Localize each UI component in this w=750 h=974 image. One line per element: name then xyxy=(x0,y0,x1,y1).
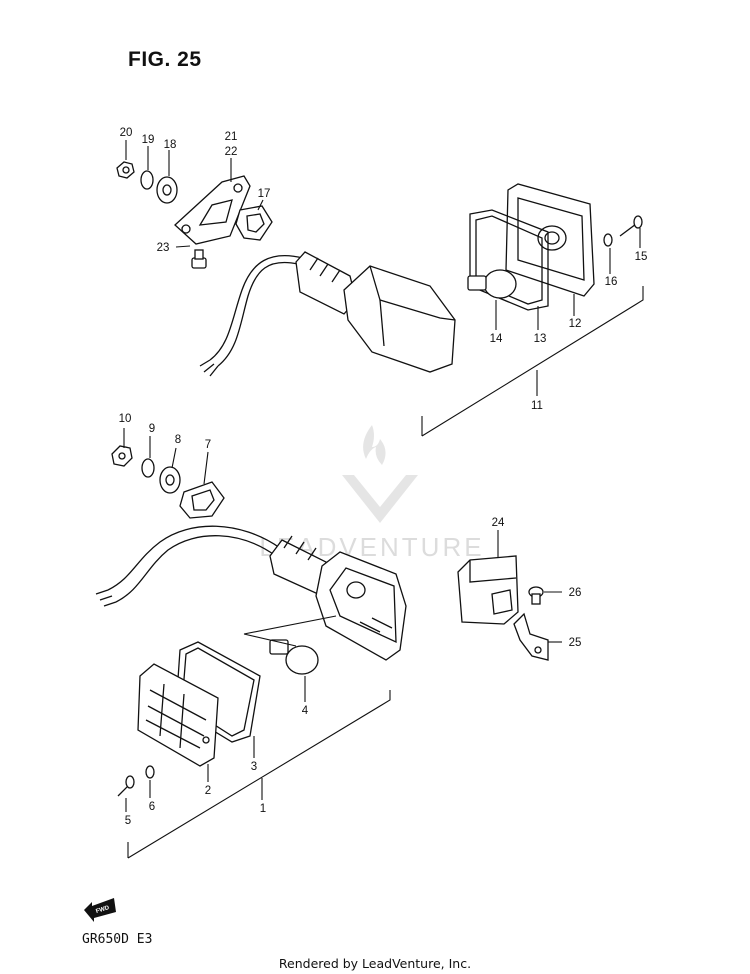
callout-8: 8 xyxy=(175,434,181,446)
bolt-part xyxy=(191,249,207,269)
callout-1: 1 xyxy=(260,803,266,815)
fwd-arrow-icon: FWD xyxy=(84,898,116,922)
callout-5: 5 xyxy=(125,815,131,827)
washer-part xyxy=(603,233,613,247)
wire-terminal-part xyxy=(199,359,219,377)
callout-20: 20 xyxy=(120,127,133,139)
fwd-badge-text: FWD xyxy=(95,905,110,915)
screw-part xyxy=(619,215,643,237)
callout-16: 16 xyxy=(605,276,618,288)
callout-14: 14 xyxy=(490,333,503,345)
callout-15: 15 xyxy=(635,251,648,263)
callout-13: 13 xyxy=(534,333,547,345)
callout-17: 17 xyxy=(258,188,271,200)
callout-6: 6 xyxy=(149,801,155,813)
callout-23: 23 xyxy=(157,242,170,254)
callout-24: 24 xyxy=(492,517,505,529)
relay-part xyxy=(457,555,519,625)
washer-part xyxy=(145,765,155,779)
callout-18: 18 xyxy=(164,139,177,151)
callout-4: 4 xyxy=(302,705,309,717)
callout-9: 9 xyxy=(149,423,155,435)
callout-26: 26 xyxy=(569,587,582,599)
signal-housing-part xyxy=(295,251,456,373)
model-code: GR650D E3 xyxy=(82,932,153,947)
wire-part xyxy=(209,254,304,361)
callout-2: 2 xyxy=(205,785,211,797)
callout-3: 3 xyxy=(251,761,257,773)
lens-part xyxy=(137,663,219,767)
lock-washer-part xyxy=(140,170,154,190)
bulb-part xyxy=(269,639,319,675)
lens-part xyxy=(505,183,595,297)
callout-12: 12 xyxy=(569,318,582,330)
grommet-part xyxy=(179,481,225,519)
lock-washer-part xyxy=(141,458,155,478)
leader-line xyxy=(243,615,337,647)
grommet-part xyxy=(235,205,273,241)
wire-part xyxy=(217,261,299,367)
bulb-part xyxy=(467,269,517,299)
callout-21: 21 xyxy=(225,131,238,143)
wire-part xyxy=(107,525,281,591)
callout-22: 22 xyxy=(225,146,238,158)
callout-19: 19 xyxy=(142,134,155,146)
screw-part xyxy=(117,775,135,797)
wire-part xyxy=(115,535,277,603)
screw-part xyxy=(528,586,544,605)
chevron-logo-icon xyxy=(342,475,418,523)
callout-7: 7 xyxy=(205,439,211,451)
bracket-part xyxy=(174,175,251,245)
figure-title: FIG. 25 xyxy=(128,48,202,71)
nut-part xyxy=(116,161,135,179)
washer-part xyxy=(159,466,181,494)
washer-part xyxy=(156,176,178,204)
footer-credit: Rendered by LeadVenture, Inc. xyxy=(278,956,472,971)
callout-25: 25 xyxy=(569,637,582,649)
relay-bracket-part xyxy=(513,612,549,661)
watermark: LEADVENTURE xyxy=(259,425,482,562)
callout-10: 10 xyxy=(119,413,132,425)
callout-11: 11 xyxy=(531,400,543,412)
wire-terminal-part xyxy=(95,589,117,607)
flame-icon xyxy=(363,425,386,465)
nut-part xyxy=(111,445,133,467)
signal-housing-part xyxy=(269,535,407,661)
